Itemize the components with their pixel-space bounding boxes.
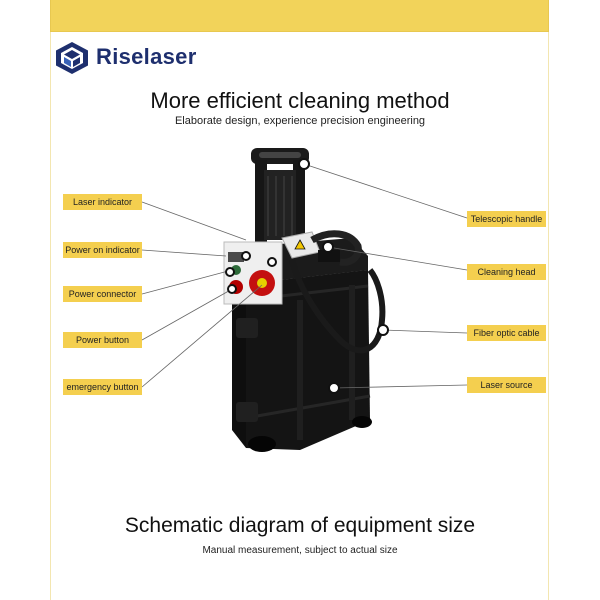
cleaning-head-graphic [281, 230, 362, 266]
label-emergency-button: emergency button [63, 379, 142, 395]
page-title: More efficient cleaning method [150, 88, 450, 113]
case-body-graphic [232, 270, 372, 452]
label-power-on-indicator: Power on indicator [63, 242, 142, 258]
label-fiber-optic-cable: Fiber optic cable [467, 325, 546, 341]
top-banner [50, 0, 549, 32]
label-laser-source: Laser source [467, 377, 546, 393]
cube-logo-icon [56, 42, 88, 74]
leader-lines [141, 163, 468, 389]
fiber-optic-cable-graphic [289, 259, 386, 354]
label-telescopic-handle: Telescopic handle [467, 211, 546, 227]
section-title: Schematic diagram of equipment size [124, 514, 476, 537]
marker-dots [225, 158, 389, 394]
frame-left-border [50, 32, 51, 600]
section-subtitle: Manual measurement, subject to actual si… [202, 545, 398, 556]
frame-right-border [548, 32, 549, 600]
brand-name: Riselaser [96, 44, 197, 69]
label-power-button: Power button [63, 332, 142, 348]
label-laser-indicator: Laser indicator [63, 194, 142, 210]
label-power-connector: Power connector [63, 286, 142, 302]
page-subtitle: Elaborate design, experience precision e… [174, 115, 426, 127]
telescopic-handle-graphic [251, 148, 309, 250]
label-cleaning-head: Cleaning head [467, 264, 546, 280]
